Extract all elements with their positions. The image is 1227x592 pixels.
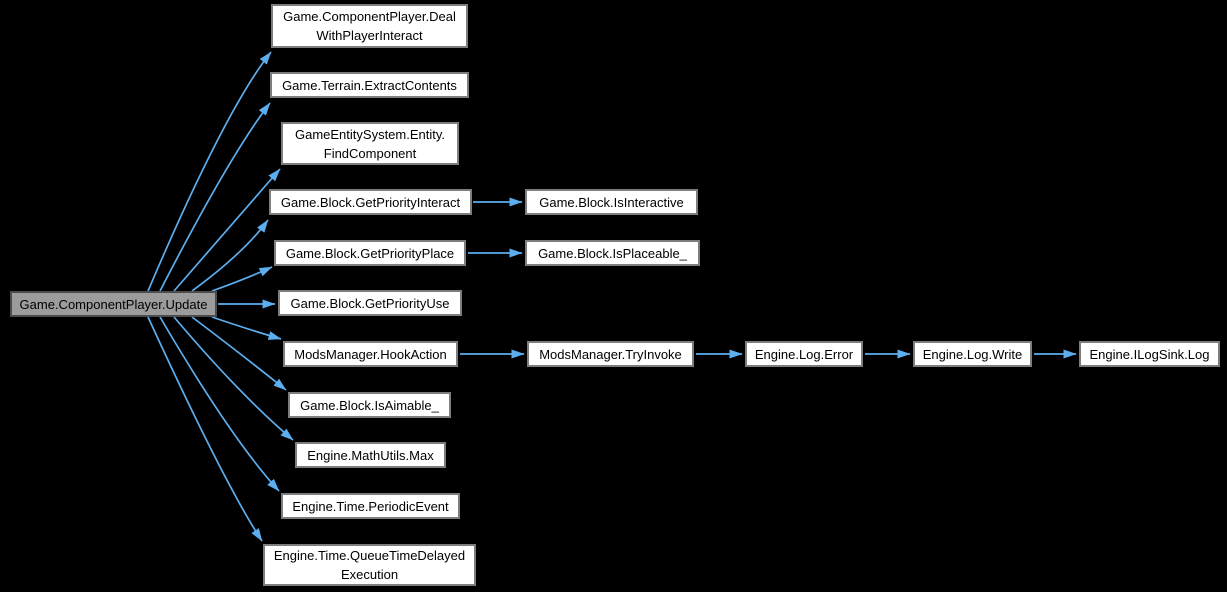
node-modsmanager-tryinvoke[interactable]: ModsManager.TryInvoke — [527, 341, 694, 367]
node-engine-ilogsink-log[interactable]: Engine.ILogSink.Log — [1079, 341, 1220, 367]
node-game-block-getpriorityplace[interactable]: Game.Block.GetPriorityPlace — [274, 240, 466, 266]
node-label: Engine.Time.QueueTimeDelayed Execution — [273, 548, 466, 582]
node-label: GameEntitySystem.Entity. FindComponent — [294, 126, 446, 161]
node-label: Game.Block.IsAimable_ — [300, 397, 439, 413]
node-label: Game.Block.GetPriorityInteract — [280, 194, 461, 210]
node-engine-time-periodicevent[interactable]: Engine.Time.PeriodicEvent — [281, 493, 460, 519]
edge-update-to-hookaction — [211, 316, 282, 340]
edge-update-to-mathmax — [173, 316, 294, 441]
node-label: ModsManager.HookAction — [294, 346, 447, 362]
node-game-block-isinteractive[interactable]: Game.Block.IsInteractive — [525, 189, 698, 215]
node-label: Engine.Log.Error — [754, 346, 854, 362]
node-label: Engine.Log.Write — [922, 346, 1023, 362]
node-label: Game.ComponentPlayer.Update — [19, 296, 208, 312]
edge-update-to-getpriorityinteract — [191, 219, 269, 292]
edge-update-to-queuetime — [147, 316, 263, 542]
node-label: Game.Block.GetPriorityUse — [290, 295, 450, 311]
node-engine-log-write[interactable]: Engine.Log.Write — [913, 341, 1032, 367]
edge-update-to-periodicevent — [159, 316, 280, 492]
node-game-block-getpriorityuse[interactable]: Game.Block.GetPriorityUse — [278, 290, 462, 316]
node-game-block-isplaceable[interactable]: Game.Block.IsPlaceable_ — [525, 240, 700, 266]
node-gameentitysystem-entity-findcomponent[interactable]: GameEntitySystem.Entity. FindComponent — [281, 122, 459, 165]
node-label: Game.Block.IsPlaceable_ — [538, 245, 687, 261]
node-game-block-getpriorityinteract[interactable]: Game.Block.GetPriorityInteract — [269, 189, 472, 215]
node-engine-log-error[interactable]: Engine.Log.Error — [745, 341, 863, 367]
node-game-block-isaimable[interactable]: Game.Block.IsAimable_ — [288, 392, 451, 418]
edge-update-to-findcomp — [173, 168, 281, 292]
node-engine-mathutils-max[interactable]: Engine.MathUtils.Max — [295, 442, 446, 468]
node-label: Game.Block.GetPriorityPlace — [285, 245, 455, 261]
edge-update-to-isaimable — [191, 316, 287, 391]
node-label: Engine.ILogSink.Log — [1089, 346, 1210, 362]
edge-update-to-extract — [159, 102, 271, 292]
node-game-componentplayer-dealwithplayerinteract[interactable]: Game.ComponentPlayer.Deal WithPlayerInte… — [271, 4, 468, 48]
edge-update-to-getpriorityplace — [211, 266, 273, 292]
node-label: Engine.MathUtils.Max — [307, 447, 434, 463]
edge-update-to-deal — [147, 51, 272, 292]
node-game-terrain-extractcontents[interactable]: Game.Terrain.ExtractContents — [270, 72, 469, 98]
node-label: ModsManager.TryInvoke — [539, 346, 682, 362]
node-game-componentplayer-update[interactable]: Game.ComponentPlayer.Update — [10, 291, 217, 317]
node-modsmanager-hookaction[interactable]: ModsManager.HookAction — [283, 341, 458, 367]
node-label: Game.ComponentPlayer.Deal WithPlayerInte… — [283, 9, 456, 43]
node-label: Game.Block.IsInteractive — [539, 194, 684, 210]
node-label: Game.Terrain.ExtractContents — [282, 77, 457, 93]
node-engine-time-queuetimedelayedexecution[interactable]: Engine.Time.QueueTimeDelayed Execution — [263, 544, 476, 586]
node-label: Engine.Time.PeriodicEvent — [292, 498, 449, 514]
